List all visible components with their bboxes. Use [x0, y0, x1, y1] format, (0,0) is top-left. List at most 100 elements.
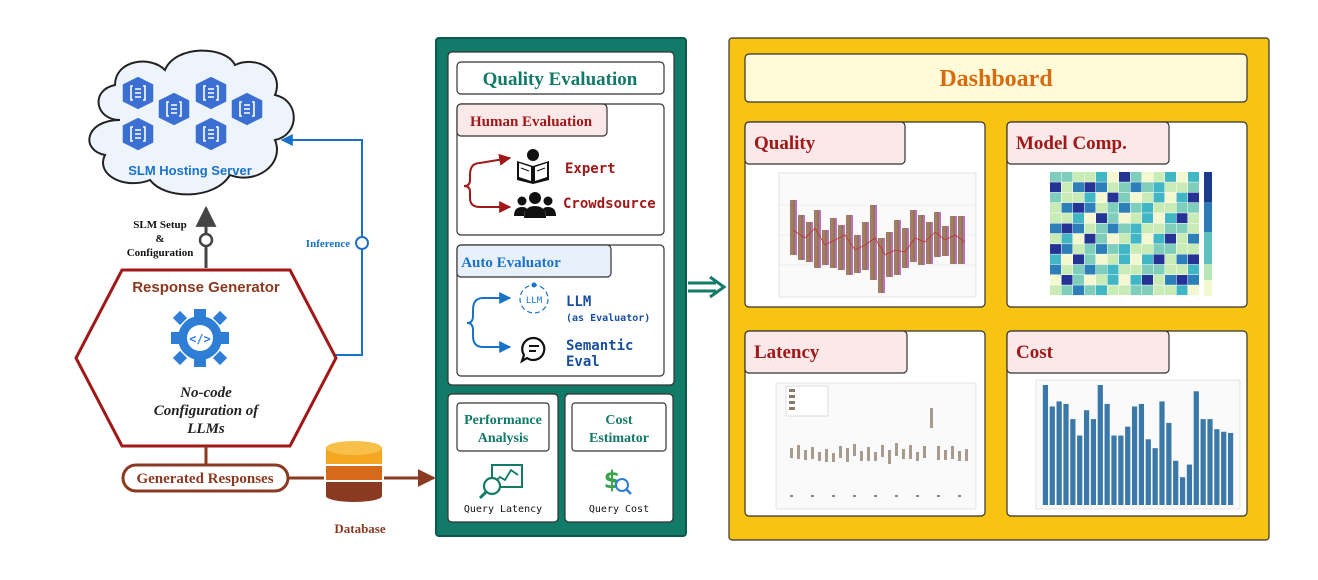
expert-arrow: [479, 153, 512, 166]
cost-bar: [1179, 477, 1186, 505]
nocode-line-1: No-code: [179, 385, 232, 401]
heatmap-cell: [1130, 233, 1142, 244]
nocode-line-2: Configuration of: [154, 403, 261, 419]
cost-bar: [1077, 435, 1083, 505]
heatmap-cell: [1165, 285, 1176, 296]
heatmap-cell: [1119, 244, 1130, 254]
expert-label: Expert: [565, 161, 616, 177]
heatmap-cell: [1061, 182, 1073, 193]
heatmap-cell: [1165, 182, 1176, 193]
heatmap-cell: [1061, 213, 1073, 223]
model-comp-heatmap-thumbnail: [1050, 172, 1199, 296]
heatmap-cell: [1050, 254, 1061, 265]
model-comp-card-title: Model Comp.: [1016, 133, 1127, 154]
heatmap-cell: [1050, 192, 1061, 203]
heatmap-cell: [1153, 223, 1165, 234]
heatmap-cell: [1153, 172, 1165, 182]
dashboard-title: Dashboard: [939, 66, 1053, 92]
heatmap-cell: [1142, 192, 1153, 203]
heatmap-cell: [1165, 172, 1176, 182]
heatmap-cell: [1107, 172, 1119, 182]
heatmap-cell: [1188, 172, 1199, 182]
heatmap-cell: [1107, 223, 1119, 234]
performance-title-2: Analysis: [478, 431, 529, 446]
heatmap-cell: [1096, 285, 1107, 296]
heatmap-cell: [1142, 264, 1153, 275]
cost-estimator-title-2: Estimator: [589, 431, 649, 446]
heatmap-cell: [1050, 223, 1061, 234]
heatmap-cell: [1096, 254, 1107, 265]
heatmap-cell: [1107, 244, 1119, 254]
heatmap-cell: [1176, 213, 1188, 223]
heatmap-cell: [1153, 202, 1165, 213]
heatmap-cell: [1153, 192, 1165, 203]
crowdsource-label: Crowdsource: [563, 196, 656, 212]
heatmap-cell: [1073, 285, 1084, 296]
heatmap-cell: [1096, 172, 1107, 182]
heatmap-cell: [1176, 202, 1188, 213]
heatmap-cell: [1142, 233, 1153, 244]
quality-card-title: Quality: [754, 133, 816, 154]
heatmap-cell: [1119, 213, 1130, 223]
heatmap-cell: [1061, 223, 1073, 234]
llm-sublabel: (as Evaluator): [566, 313, 650, 324]
heatmap-cell: [1050, 172, 1061, 182]
heatmap-cell: [1188, 264, 1199, 275]
performance-title-1: Performance: [464, 413, 542, 428]
heatmap-cell: [1073, 275, 1084, 285]
heatmap-cell: [1130, 275, 1142, 285]
cost-bar: [1166, 422, 1172, 505]
heatmap-cell: [1188, 275, 1199, 285]
heatmap-cell: [1130, 244, 1142, 254]
cost-bar: [1097, 385, 1103, 505]
heatmap-cell: [1130, 192, 1142, 203]
performance-tab: [456, 402, 550, 452]
cost-bar: [1042, 385, 1049, 505]
heatmap-cell: [1050, 264, 1061, 275]
cost-bar: [1138, 403, 1145, 505]
generated-responses-label: Generated Responses: [136, 471, 273, 487]
heatmap-cell: [1176, 275, 1188, 285]
latency-analysis-icon: [478, 464, 523, 500]
heatmap-cell: [1107, 213, 1119, 223]
cost-bar: [1070, 419, 1076, 505]
heatmap-cell: [1142, 172, 1153, 182]
heatmap-cell: [1096, 182, 1107, 193]
heatmap-cell: [1107, 233, 1119, 244]
heatmap-cell: [1061, 172, 1073, 182]
human-eval-brace: [463, 162, 481, 208]
cost-bar: [1118, 435, 1124, 505]
heatmap-cell: [1130, 254, 1142, 265]
crowd-users-icon: [514, 192, 556, 218]
heatmap-cell: [1107, 285, 1119, 296]
cost-bar: [1145, 439, 1151, 505]
heatmap-cell: [1061, 192, 1073, 203]
human-eval-tab: [456, 103, 608, 137]
cost-bar: [1063, 403, 1069, 505]
cost-bar: [1049, 406, 1055, 505]
cost-bar: [1131, 406, 1138, 505]
heatmap-cell: [1061, 254, 1073, 265]
cost-bar: [1173, 460, 1179, 505]
cost-bar: [1186, 464, 1193, 505]
heatmap-cell: [1176, 244, 1188, 254]
heatmap-cell: [1073, 254, 1084, 265]
dollar-search-icon: $: [604, 466, 632, 495]
heatmap-cell: [1142, 285, 1153, 296]
semantic-label-1: Semantic: [566, 338, 633, 354]
heatmap-cell: [1142, 244, 1153, 254]
heatmap-cell: [1165, 223, 1176, 234]
heatmap-cell: [1165, 264, 1176, 275]
heatmap-cell: [1188, 202, 1199, 213]
heatmap-cell: [1119, 275, 1130, 285]
heatmap-cell: [1176, 285, 1188, 296]
heatmap-cell: [1073, 182, 1084, 193]
heatmap-cell: [1084, 254, 1096, 265]
heatmap-cell: [1084, 172, 1096, 182]
heatmap-cell: [1084, 192, 1096, 203]
expert-book-icon: [517, 149, 549, 184]
heatmap-cell: [1119, 182, 1130, 193]
heatmap-cell: [1050, 275, 1061, 285]
eval-to-dashboard-arrow: [688, 275, 727, 299]
heatmap-cell: [1119, 264, 1130, 275]
